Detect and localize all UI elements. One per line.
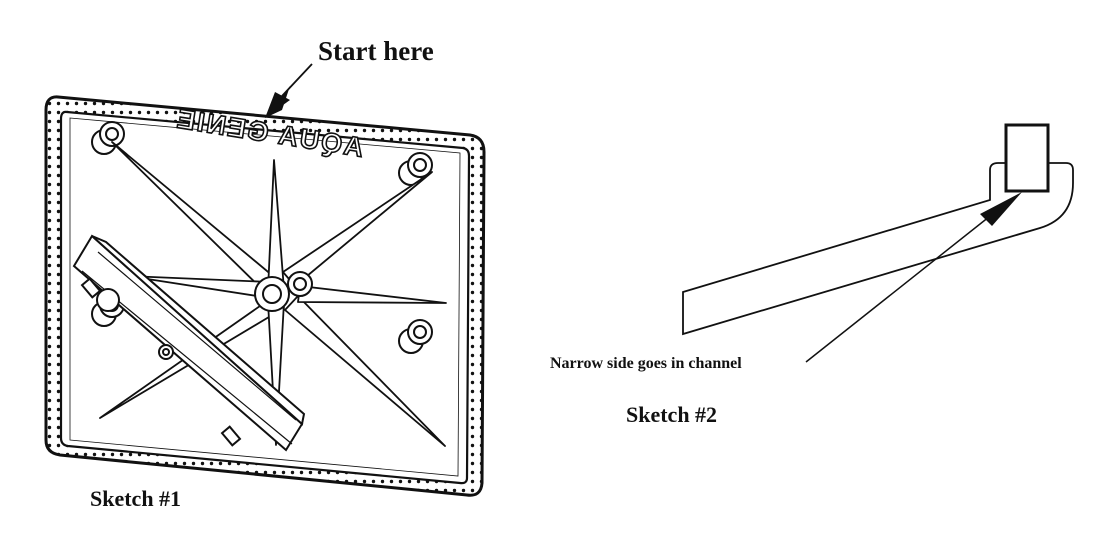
narrow-side-callout: Narrow side goes in channel — [550, 192, 1022, 372]
channel-arm — [682, 162, 1074, 336]
narrow-side-label: Narrow side goes in channel — [550, 355, 742, 372]
sketch1-mold-plate: AQUA GENIE — [44, 95, 486, 497]
hole-top-left-icon — [91, 121, 125, 155]
star-hub — [254, 271, 313, 312]
start-here-callout: Start here — [265, 36, 434, 118]
hole-top-right-icon — [398, 152, 433, 186]
narrow-side-arrow-icon — [980, 192, 1022, 226]
bracket-bar — [72, 234, 306, 452]
sketch1-caption: Sketch #1 — [90, 486, 181, 511]
sketch2-channel-profile — [682, 123, 1074, 336]
star-spokes — [99, 141, 447, 447]
hole-bottom-right-icon — [398, 319, 433, 354]
start-here-label: Start here — [318, 36, 434, 66]
inserted-block — [1004, 123, 1050, 193]
sketch2-caption: Sketch #2 — [626, 402, 717, 427]
